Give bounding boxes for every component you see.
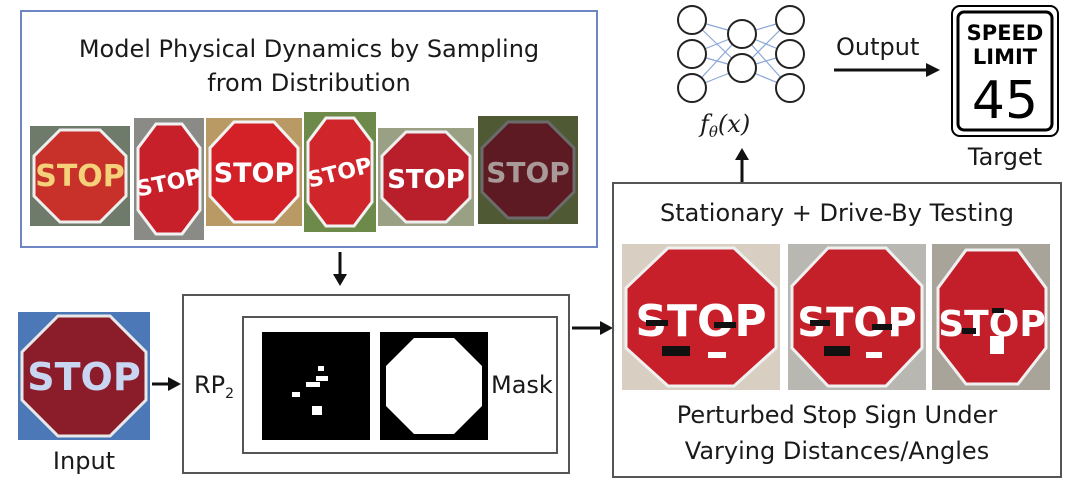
formula-argument: (x) [717,110,751,138]
network-node [677,5,707,35]
network-node [775,73,805,103]
sample-stop-sign-4: STOP [304,112,376,232]
sample-stop-sign-6: STOP [478,116,578,224]
sample-sign-text-1: STOP [35,159,125,194]
mask-label: Mask [491,371,553,399]
output-label: Output [836,33,920,61]
dynamics-title-line1: Model Physical Dynamics by Sampling [78,35,540,63]
test-stop-sign-2: STOP [788,244,926,390]
rp2-label: RP2 [194,370,234,409]
arrow-dynamics-to-rp2 [333,252,347,286]
testing-title: Stationary + Drive-By Testing [660,199,1014,227]
input-sign-text: STOP [27,355,140,399]
dynamics-title-line2: from Distribution [207,69,411,97]
speed-sign-line1: SPEED [967,21,1044,45]
arrow-testing-to-network [735,148,749,182]
target-speed-limit-sign: SPEED LIMIT 45 [951,5,1059,137]
testing-caption-line1: Perturbed Stop Sign Under [676,401,998,429]
network-node [677,39,707,69]
target-label: Target [967,143,1043,171]
network-node [775,39,805,69]
arrow-input-to-rp2 [152,377,181,391]
formula-subscript: θ [708,123,718,141]
test-stop-sign-1: STOP [622,244,780,390]
testing-panel [612,182,1062,478]
speed-sign-line2: LIMIT [973,45,1038,69]
rp2-label-main: RP [194,371,226,399]
octagon-mask [380,332,488,440]
sample-stop-sign-2: STOP [134,118,204,240]
testing-caption-line2: Varying Distances/Angles [684,437,990,465]
sample-sign-text-5: STOP [387,165,465,195]
input-stop-sign-photo: STOP [18,312,150,440]
formula-function: f [700,110,709,138]
network-node [775,5,805,35]
sample-sign-text-6: STOP [486,156,570,189]
network-node [677,73,707,103]
network-node [727,53,757,83]
arrow-network-to-target [834,63,940,77]
neural-network-diagram [677,5,805,103]
network-node [727,19,757,49]
rp2-panel [182,294,570,474]
rp2-inner-panel [242,316,558,454]
sample-stop-sign-3: STOP [206,118,302,226]
perturbation-pattern [262,332,370,440]
sample-stop-sign-1: STOP [30,126,130,226]
rp2-label-subscript: 2 [225,386,235,402]
speed-sign-number: 45 [972,71,1038,131]
arrow-rp2-to-testing [572,321,613,335]
input-label: Input [52,447,116,475]
sample-sign-text-3: STOP [214,158,295,189]
test-stop-sign-3: STOP [932,244,1050,390]
network-formula: fθ(x) [700,110,750,141]
sample-stop-sign-5: STOP [378,128,474,226]
dynamics-sampling-panel [20,10,598,248]
